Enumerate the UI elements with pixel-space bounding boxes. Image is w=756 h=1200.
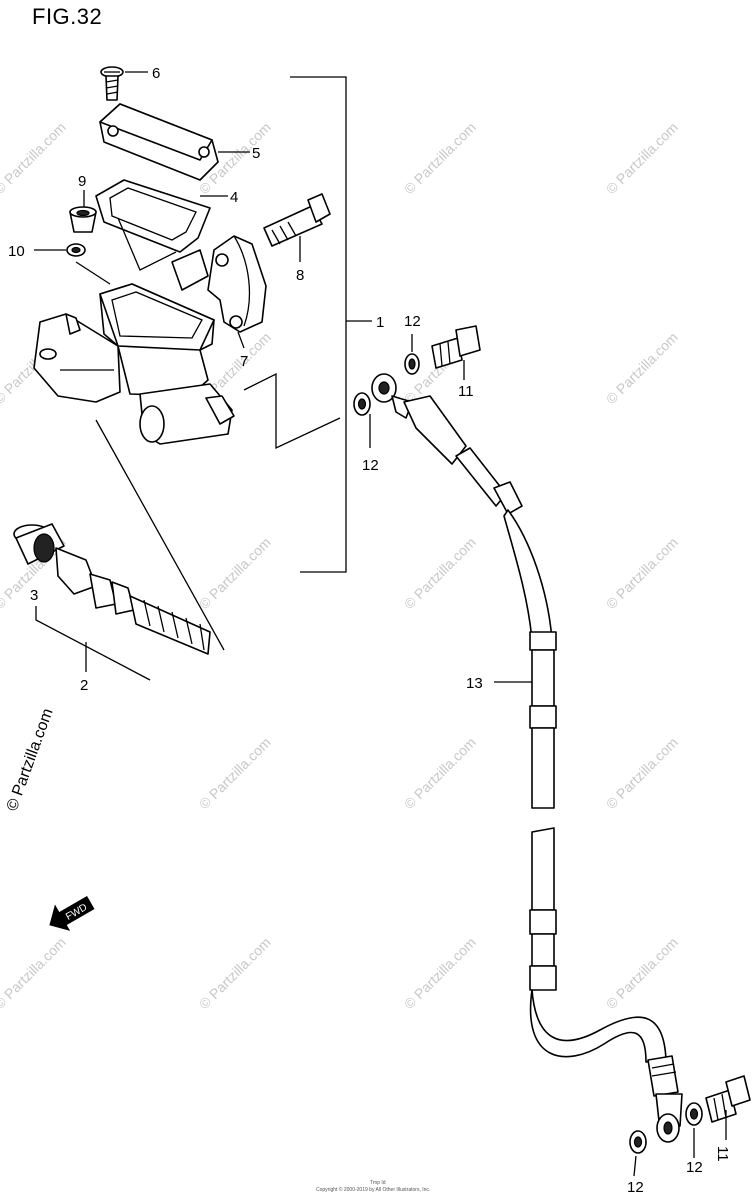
watermark: © Partzilla.com [401,934,479,1012]
watermark: © Partzilla.com [0,119,69,197]
fwd-arrow-icon: FWD [49,896,95,931]
callout-1: 1 [376,314,384,331]
callout-5: 5 [252,145,260,162]
callout-4: 4 [230,189,238,206]
assembly-bracket [290,76,372,573]
callout-9: 9 [78,173,86,190]
part-screw-6 [100,66,148,101]
callout-6: 6 [152,65,160,82]
callout-2: 2 [80,677,88,694]
pointer-lines [95,372,341,651]
part-washer-12-mid [353,392,371,448]
footer-line-1: Tmp Id [370,1180,386,1186]
watermark: © Partzilla.com [401,534,479,612]
part-boot-9 [69,190,97,233]
callout-7: 7 [240,353,248,370]
callout-8: 8 [296,267,304,284]
callout-13: 13 [466,675,483,692]
figure-title: FIG.32 [32,4,103,29]
watermark: © Partzilla.com [0,934,69,1012]
footer-line-2: Copyright © 2000-2019 by All Other Illus… [316,1186,430,1193]
watermark: © Partzilla.com [603,734,681,812]
watermark: © Partzilla.com [603,119,681,197]
part-banjo-bolt-11-top [404,325,481,380]
callout-labels: 1 2 3 4 5 6 7 8 9 10 11 12 12 13 12 12 1… [8,65,731,1196]
watermark: © Partzilla.com [603,534,681,612]
watermark: © Partzilla.com [196,534,274,612]
watermark-layer: © Partzilla.com © Partzilla.com © Partzi… [0,119,681,1012]
part-washer-10 [34,243,111,285]
watermark: © Partzilla.com [196,734,274,812]
part-reservoir-cap-5 [99,103,250,181]
part-banjo-bolt-11-bottom [629,1075,751,1177]
callout-11-top: 11 [458,383,474,400]
callout-3: 3 [30,587,38,604]
callout-12-bottom-right: 12 [686,1159,703,1176]
watermark: © Partzilla.com [603,329,681,407]
callout-12-mid: 12 [362,457,379,474]
watermark: © Partzilla.com [196,934,274,1012]
callout-12-bottom-left: 12 [627,1179,644,1196]
part-bolt-8 [263,193,331,262]
callout-11-bottom: 11 [714,1146,731,1162]
part-holder-7 [207,235,267,349]
callout-12-top-right: 12 [404,313,421,330]
watermark: © Partzilla.com [401,734,479,812]
part-brake-hose-13 [371,373,683,1143]
side-watermark: © Partzilla.com [4,706,57,813]
part-master-cylinder-1 [33,249,235,445]
fwd-label: FWD [64,902,89,923]
callout-10: 10 [8,243,25,260]
part-diaphragm-4 [95,179,228,271]
footer-note: Tmp Id Copyright © 2000-2019 by All Othe… [316,1180,430,1193]
watermark: © Partzilla.com [603,934,681,1012]
watermark: © Partzilla.com [401,119,479,197]
part-piston-kit-2 [13,523,211,681]
